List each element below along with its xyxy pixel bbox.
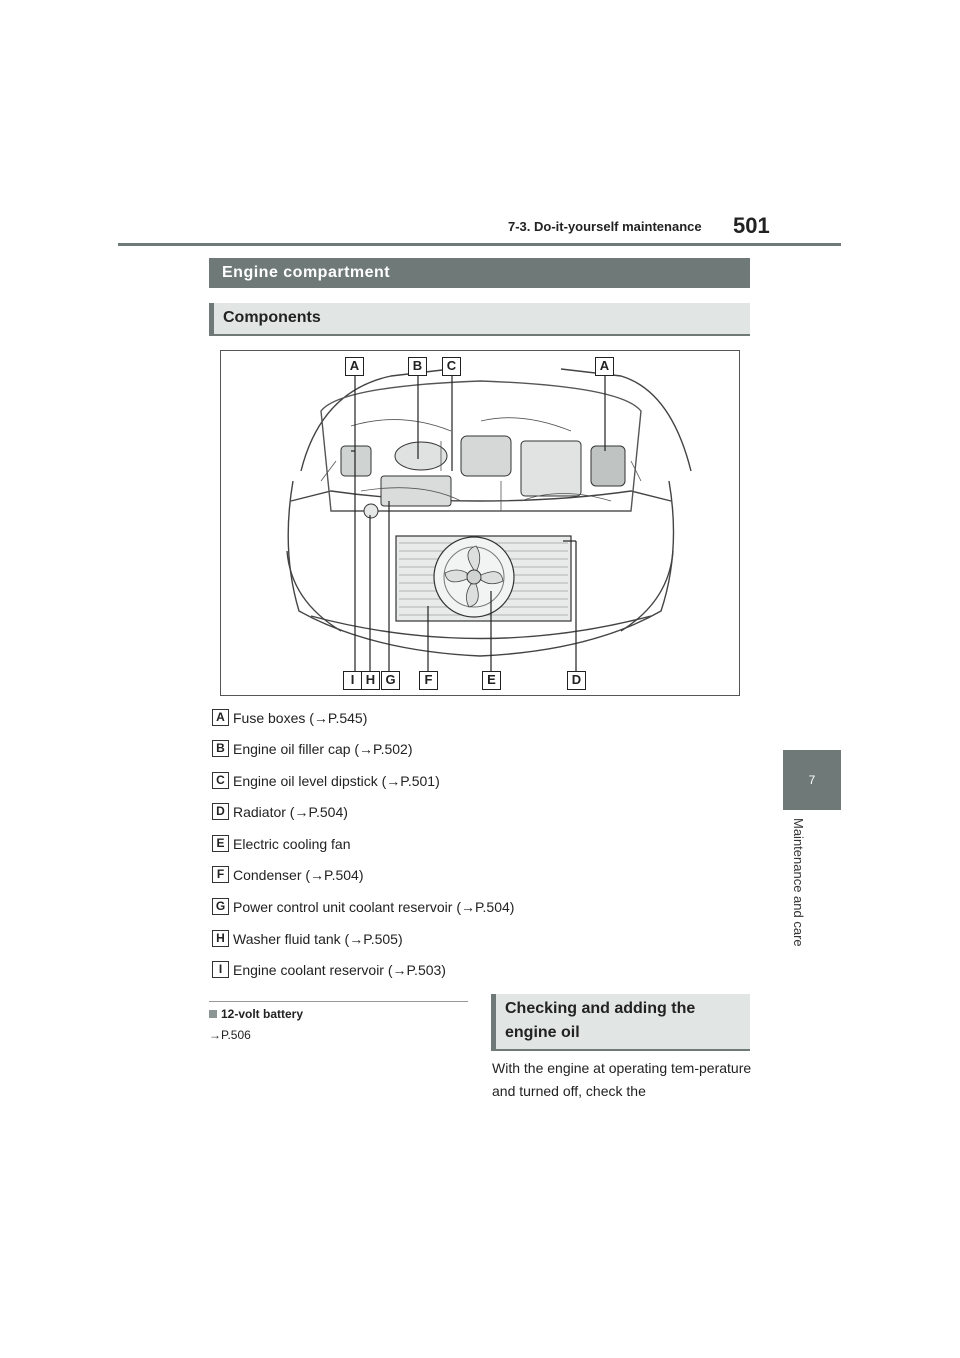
item-key: H bbox=[212, 930, 229, 947]
chapter-tab: 7 bbox=[783, 750, 841, 810]
square-bullet-icon bbox=[209, 1010, 217, 1018]
oil-heading: Checking and adding the engine oil bbox=[505, 1000, 696, 1041]
page-number: 501 bbox=[733, 213, 770, 238]
chapter-number: 7 bbox=[808, 773, 816, 787]
item-key: D bbox=[212, 803, 229, 820]
battery-rule bbox=[209, 1001, 468, 1002]
item-key: F bbox=[212, 866, 229, 883]
figure-label-f: F bbox=[419, 671, 438, 690]
item-key: A bbox=[212, 709, 229, 726]
item-text: Washer fluid tank (→P.505) bbox=[233, 931, 403, 947]
subsection-title: Components bbox=[223, 309, 321, 326]
item-key: B bbox=[212, 740, 229, 757]
engine-compartment-illustration bbox=[286, 368, 692, 671]
item-text: Electric cooling fan bbox=[233, 836, 351, 852]
item-text: Fuse boxes (→P.545) bbox=[233, 710, 368, 726]
subsection-bar: Components bbox=[209, 303, 750, 336]
item-text: Engine oil level dipstick (→P.501) bbox=[233, 773, 440, 789]
battery-reference: →P.506 bbox=[209, 1028, 251, 1042]
figure-label-a-right: A bbox=[595, 357, 614, 376]
item-key: E bbox=[212, 835, 229, 852]
figure-label-a-left: A bbox=[345, 357, 364, 376]
figure-label-e: E bbox=[482, 671, 501, 690]
item-text: Engine oil filler cap (→P.502) bbox=[233, 741, 413, 757]
header-rule bbox=[118, 243, 841, 246]
figure-label-g: G bbox=[381, 671, 400, 690]
engine-figure: A B C A I H G F E D bbox=[220, 350, 740, 696]
battery-heading: 12-volt battery bbox=[209, 1007, 303, 1021]
oil-subsection-bar: Checking and adding the engine oil bbox=[491, 994, 750, 1051]
oil-paragraph: With the engine at operating tem-peratur… bbox=[492, 1060, 752, 1099]
figure-label-d: D bbox=[567, 671, 586, 690]
figure-label-b: B bbox=[408, 357, 427, 376]
figure-label-h: H bbox=[361, 671, 380, 690]
battery-heading-text: 12-volt battery bbox=[221, 1007, 304, 1021]
section-title-bar: Engine compartment bbox=[209, 258, 750, 288]
item-key: G bbox=[212, 898, 229, 915]
chapter-title: Maintenance and care bbox=[791, 818, 806, 947]
item-text: Condenser (→P.504) bbox=[233, 867, 364, 883]
item-text: Engine coolant reservoir (→P.503) bbox=[233, 962, 446, 978]
item-key: I bbox=[212, 961, 229, 978]
figure-label-c: C bbox=[442, 357, 461, 376]
item-text: Radiator (→P.504) bbox=[233, 804, 348, 820]
figure-label-i: I bbox=[343, 671, 362, 690]
item-text: Power control unit coolant reservoir (→P… bbox=[233, 899, 515, 915]
item-key: C bbox=[212, 772, 229, 789]
header-section-title: 7-3. Do-it-yourself maintenance bbox=[508, 219, 702, 234]
